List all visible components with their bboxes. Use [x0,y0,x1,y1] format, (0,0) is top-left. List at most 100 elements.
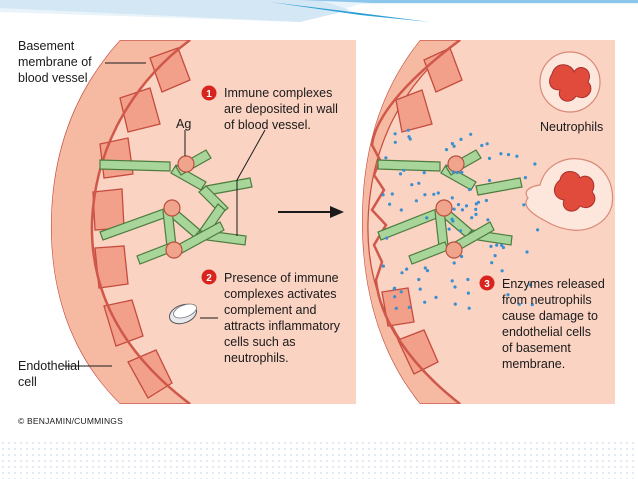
enzyme-dots [381,128,540,310]
enzyme-dot [500,269,504,273]
enzyme-dot [453,285,457,289]
enzyme-dot [422,171,426,175]
enzyme-dot [517,302,521,306]
enzyme-dot [423,300,427,304]
left-panel [16,40,356,404]
enzyme-dot [414,199,418,203]
step-3-text: Enzymes released from neutrophils cause … [502,277,608,371]
enzyme-dot [466,291,470,295]
antigen-node [177,155,195,173]
enzyme-dot [425,216,429,220]
svg-text:3: 3 [484,279,490,290]
antigen-node [165,241,183,259]
enzyme-dot [506,153,511,157]
enzyme-dot [417,181,421,185]
enzyme-dot [485,142,489,146]
enzyme-dot [499,152,503,156]
enzyme-dot [474,207,478,211]
enzyme-dot [500,243,504,247]
endothelial-cells-right [381,47,463,375]
enzyme-dot [495,243,499,247]
enzyme-dot [460,170,464,174]
enzyme-dot [469,132,473,136]
enzyme-dot [444,148,449,152]
enzyme-dot [384,156,388,160]
enzyme-dot [453,302,457,306]
endothelial-cell-label: Endothelial cell [18,359,83,389]
svg-text:2: 2 [206,273,212,284]
enzyme-dot [474,212,478,216]
enzyme-dot [536,228,540,232]
enzyme-dot [392,287,396,291]
enzyme-dot [418,287,422,291]
enzyme-dot [533,162,537,166]
enzyme-dot [400,271,404,275]
enzyme-dot [452,144,456,148]
enzyme-dot [530,303,534,307]
enzyme-dot [459,137,463,141]
enzyme-dot [407,135,411,139]
enzyme-dot [405,267,409,271]
enzyme-dot [487,178,492,183]
enzyme-dot [480,143,484,148]
antigen-node [163,199,181,217]
enzyme-dot [515,154,519,158]
step-2-text: Presence of immune complexes activates c… [224,271,344,365]
enzyme-dot [466,277,470,282]
enzyme-dot [399,290,403,294]
enzyme-dot [464,204,469,208]
neutrophil-icon [525,158,614,231]
endothelial-cells-left [92,47,191,399]
enzyme-dot [432,192,436,196]
enzyme-dot [460,254,464,259]
enzyme-dot [484,198,488,203]
right-panel [360,40,615,404]
antigen-label: Ag [176,117,191,131]
enzyme-dot [393,140,397,144]
enzyme-dot [489,244,493,248]
neutrophil-icon [539,51,601,113]
immune-complex-lattice-left [99,149,253,265]
enzyme-dot [402,168,406,172]
copyright-credit: © BENJAMIN/CUMMINGS [18,416,123,426]
enzyme-dot [447,227,451,231]
enzyme-dot [451,170,455,174]
enzyme-dot [423,193,427,197]
enzyme-dot [493,254,497,258]
enzyme-dot [450,217,454,221]
antigen-node [445,241,463,259]
complement-icon [168,303,198,325]
enzyme-dot [434,295,438,299]
antigen-nodes-left [163,155,195,259]
enzyme-dot [467,306,471,310]
enzyme-dot [388,202,392,206]
step-1-badge: 1 [201,85,217,101]
enzyme-dot [474,202,478,206]
enzyme-dot [476,200,481,204]
enzyme-dot [385,236,389,240]
enzyme-dot [455,170,459,175]
enzyme-dot [381,193,385,197]
transition-arrow [278,206,344,218]
enzyme-dot [450,279,454,283]
enzyme-dot [425,269,430,273]
enzyme-dot [458,229,463,233]
svg-text:1: 1 [206,89,212,100]
enzyme-dot [467,187,472,192]
enzyme-dot [399,208,403,212]
step-3-badge: 3 [479,275,495,291]
enzyme-dot [407,305,411,309]
enzyme-dot [456,203,461,207]
enzyme-dot [381,264,385,268]
enzyme-dot [390,192,394,196]
enzyme-dot [436,191,440,195]
antigen-nodes-right [435,155,465,259]
enzyme-dot [423,266,427,270]
enzyme-dot [522,203,526,207]
enzyme-dot [410,183,414,187]
footer-pattern [0,440,638,479]
enzyme-dot [460,208,464,212]
header-banner [0,0,638,22]
enzyme-dot [417,277,421,282]
